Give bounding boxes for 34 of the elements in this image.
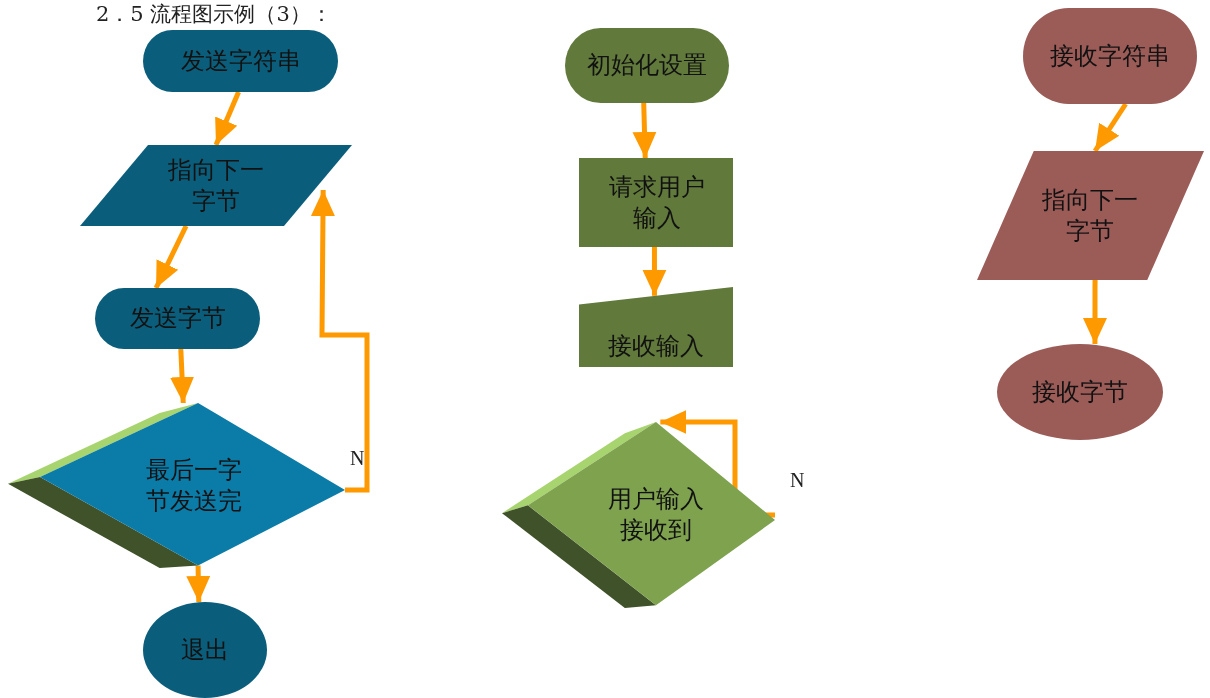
terminal-shape (143, 30, 338, 92)
node-label: 发送字节 (128, 303, 227, 334)
node-label: 最后一字节发送完 (145, 454, 243, 517)
edge-label: N (350, 448, 365, 468)
edge-label: N (790, 470, 805, 490)
arrow (310, 190, 370, 493)
arrow (1092, 102, 1128, 153)
terminal-shape (143, 602, 267, 698)
node-label: 接收字符串 (1049, 40, 1171, 72)
node-label: 退出 (180, 634, 230, 666)
terminal-shape (95, 288, 260, 349)
data-parallelogram (80, 145, 352, 226)
data-parallelogram (977, 151, 1204, 280)
arrow (642, 247, 667, 296)
node-label: 接收输入 (607, 331, 705, 362)
decision-diamond (502, 422, 775, 608)
arrow (632, 102, 657, 159)
terminal-shape (997, 344, 1163, 440)
arrow (170, 348, 195, 404)
arrow (213, 91, 241, 146)
decision-diamond (8, 403, 345, 568)
arrow (1083, 280, 1107, 344)
arrow (153, 224, 189, 290)
node-label: 发送字符串 (179, 45, 302, 77)
node-label: 用户输入接收到 (607, 484, 705, 547)
node-label: 接收字节 (1031, 376, 1129, 408)
title: 2．5 流程图示例（3）： (96, 1, 332, 28)
arrow (186, 565, 211, 603)
process-box (579, 158, 733, 247)
node-label: 指向下一字节 (1041, 184, 1139, 247)
node-label: 指向下一字节 (167, 154, 265, 217)
node-label: 初始化设置 (586, 50, 708, 81)
node-label: 请求用户输入 (608, 171, 706, 234)
manual-input-box (579, 287, 733, 367)
